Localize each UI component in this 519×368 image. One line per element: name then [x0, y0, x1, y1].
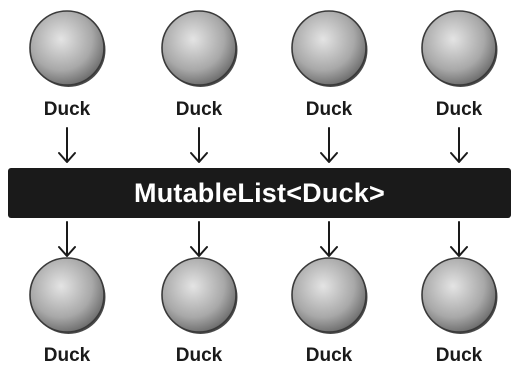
top-down-arrow-icon-2: [190, 127, 208, 163]
top-down-arrow-icon-1: [58, 127, 76, 163]
bottom-duck-label-2: Duck: [175, 345, 223, 366]
top-duck-ball-icon-4: [421, 10, 498, 87]
top-duck-label-4: Duck: [435, 99, 483, 120]
top-duck-label-2: Duck: [175, 99, 223, 120]
top-down-arrow-icon-4: [450, 127, 468, 163]
bottom-down-arrow-icon-2: [190, 221, 208, 257]
top-duck-label-3: Duck: [305, 99, 353, 120]
top-duck-ball-icon-2: [161, 10, 238, 87]
bottom-duck-ball-icon-1: [29, 257, 106, 334]
top-duck-ball-icon-3: [291, 10, 368, 87]
bottom-down-arrow-icon-1: [58, 221, 76, 257]
mutable-list-container: MutableList<Duck>: [8, 168, 511, 218]
bottom-down-arrow-icon-3: [320, 221, 338, 257]
bottom-duck-ball-icon-4: [421, 257, 498, 334]
top-duck-label-1: Duck: [43, 99, 91, 120]
bottom-down-arrow-icon-4: [450, 221, 468, 257]
bottom-duck-label-3: Duck: [305, 345, 353, 366]
container-label: MutableList<Duck>: [134, 177, 385, 208]
top-duck-ball-icon-1: [29, 10, 106, 87]
bottom-duck-ball-icon-3: [291, 257, 368, 334]
bottom-duck-label-4: Duck: [435, 345, 483, 366]
top-down-arrow-icon-3: [320, 127, 338, 163]
bottom-duck-label-1: Duck: [43, 345, 91, 366]
bottom-duck-ball-icon-2: [161, 257, 238, 334]
